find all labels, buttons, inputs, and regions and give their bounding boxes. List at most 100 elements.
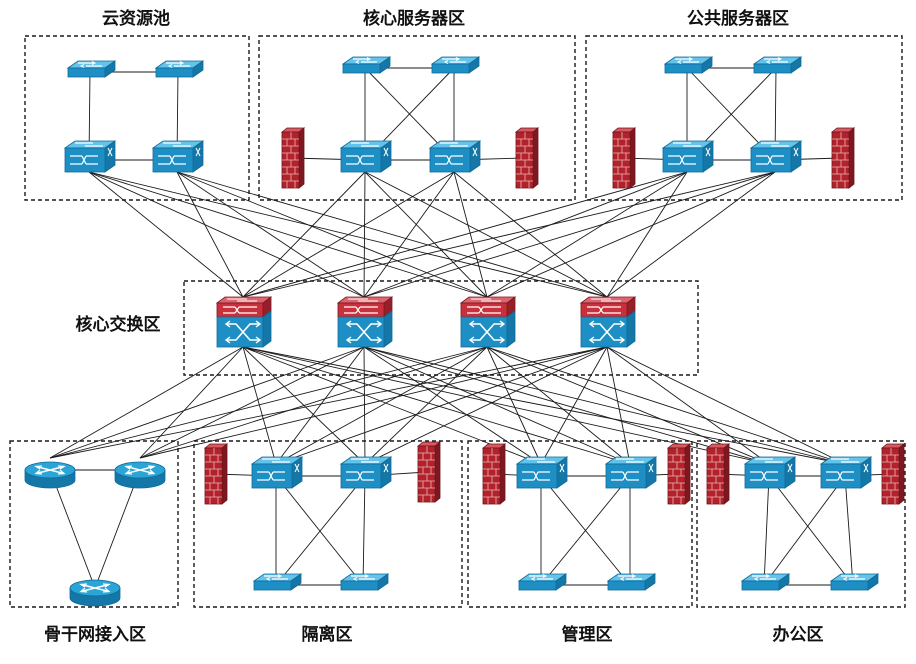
core-uplink [242, 171, 776, 298]
core-downlink [606, 346, 846, 465]
network-link [94, 469, 141, 589]
firewall-icon [515, 127, 539, 189]
layer3-switch-icon [340, 140, 392, 173]
core-uplink [176, 171, 244, 298]
core-downlink [363, 346, 542, 465]
core-uplink [364, 171, 608, 298]
core-downlink [275, 346, 608, 465]
firewall-icon [831, 127, 855, 189]
core-uplink [486, 171, 776, 298]
isolation-label: 隔离区 [302, 624, 353, 645]
core-downlink [242, 346, 277, 465]
router-icon [24, 461, 76, 489]
backbone-access-zone [9, 440, 179, 608]
cloud-pool-label: 云资源池 [102, 8, 170, 29]
firewall-icon [667, 443, 691, 505]
switch-icon [607, 573, 656, 591]
network-link [844, 475, 854, 586]
switch-icon [830, 573, 879, 591]
public-server-zone [585, 35, 903, 201]
core-downlink [49, 346, 244, 459]
core-uplink [88, 171, 488, 298]
network-link [763, 475, 770, 586]
layer3-switch-icon [605, 456, 657, 489]
router-icon [69, 579, 121, 607]
core-downlink [363, 346, 366, 465]
core-uplink [242, 171, 688, 298]
isolation-zone [193, 440, 463, 608]
core-downlink [606, 346, 631, 465]
backbone-access-label: 骨干网接入区 [44, 624, 146, 645]
network-link [49, 469, 96, 589]
core-uplink [453, 171, 608, 298]
core-uplink [606, 171, 776, 298]
core-downlink [49, 346, 365, 459]
core-downlink [242, 346, 846, 465]
layer3-switch-icon [251, 456, 303, 489]
core-switch-label: 核心交换区 [76, 314, 161, 335]
layer3-switch-icon [340, 456, 392, 489]
core-downlink [49, 346, 488, 459]
core-downlink [363, 346, 770, 465]
core-downlink [486, 346, 631, 465]
office-label: 办公区 [773, 624, 824, 645]
layer3-switch-icon [820, 456, 872, 489]
core-uplink [88, 171, 244, 298]
core-uplink [242, 171, 455, 298]
layer3-switch-icon [662, 140, 714, 173]
core-switch-icon [580, 296, 636, 348]
firewall-icon [417, 441, 441, 503]
core-uplink [363, 171, 776, 298]
core-downlink [275, 346, 365, 465]
public-server-label: 公共服务器区 [687, 8, 789, 29]
core-uplink [363, 171, 688, 298]
switch-icon [155, 60, 204, 78]
layer3-switch-icon [750, 140, 802, 173]
firewall-icon [204, 443, 228, 505]
core-uplink [486, 171, 688, 298]
core-downlink [486, 346, 542, 465]
network-link [275, 475, 366, 586]
firewall-icon [706, 443, 730, 505]
network-link [540, 475, 631, 586]
core-server-zone [258, 35, 576, 201]
core-uplink [363, 171, 455, 298]
core-uplink [364, 171, 488, 298]
network-link [763, 475, 846, 586]
cloud-pool-zone [24, 35, 250, 201]
core-uplink [176, 171, 488, 298]
core-downlink [242, 346, 631, 465]
switch-icon [518, 573, 567, 591]
core-downlink [363, 346, 631, 465]
firewall-icon [281, 127, 305, 189]
office-zone [696, 440, 906, 608]
core-switch-icon [337, 296, 393, 348]
core-downlink [275, 346, 488, 465]
core-uplink [363, 171, 366, 298]
switch-icon [431, 56, 480, 74]
core-uplink [176, 171, 608, 298]
core-downlink [606, 346, 770, 465]
core-uplink [606, 171, 688, 298]
firewall-icon [482, 443, 506, 505]
firewall-icon [881, 443, 905, 505]
switch-icon [253, 573, 302, 591]
layer3-switch-icon [744, 456, 796, 489]
core-downlink [540, 346, 608, 465]
core-downlink [139, 346, 608, 459]
layer3-switch-icon [516, 456, 568, 489]
core-downlink [363, 346, 846, 465]
switch-icon [741, 573, 790, 591]
network-link [275, 475, 364, 586]
switch-icon [340, 573, 389, 591]
core-switch-icon [460, 296, 516, 348]
management-label: 管理区 [562, 624, 613, 645]
switch-icon [67, 60, 116, 78]
core-switch-icon [216, 296, 272, 348]
network-link [362, 475, 366, 586]
core-downlink [242, 346, 366, 465]
layer3-switch-icon [429, 140, 481, 173]
management-zone [467, 440, 693, 608]
